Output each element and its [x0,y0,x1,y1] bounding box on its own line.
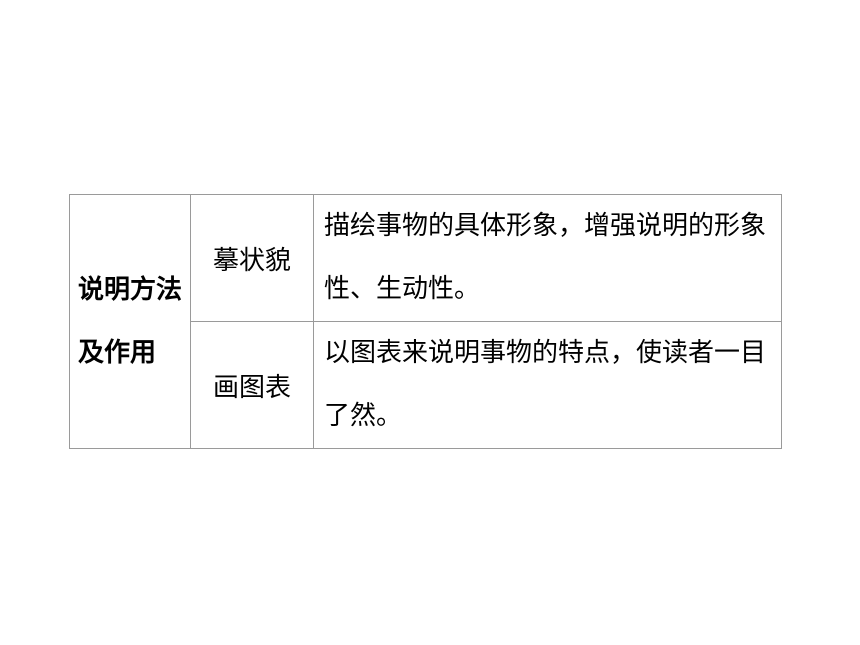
method-name: 画图表 [212,372,291,403]
description-cell: 描绘事物的具体形象，增强说明的形象性、生动性。 [313,194,782,322]
explanation-methods-table: 说明方法及作用 摹状貌 描绘事物的具体形象，增强说明的形象性、生动性。 画图表 … [69,194,782,449]
method-cell: 画图表 [190,321,314,449]
table-row: 画图表 以图表来说明事物的特点，使读者一目了然。 [70,321,782,449]
method-description: 描绘事物的具体形象，增强说明的形象性、生动性。 [324,211,767,304]
row-heading-cell: 说明方法及作用 [69,194,191,449]
row-heading-text: 说明方法及作用 [78,274,183,368]
method-description: 以图表来说明事物的特点，使读者一目了然。 [324,338,767,431]
method-cell: 摹状貌 [190,194,314,322]
table-row: 说明方法及作用 摹状貌 描绘事物的具体形象，增强说明的形象性、生动性。 [69,194,782,449]
description-cell: 以图表来说明事物的特点，使读者一目了然。 [313,321,782,449]
method-name: 摹状貌 [212,245,291,276]
